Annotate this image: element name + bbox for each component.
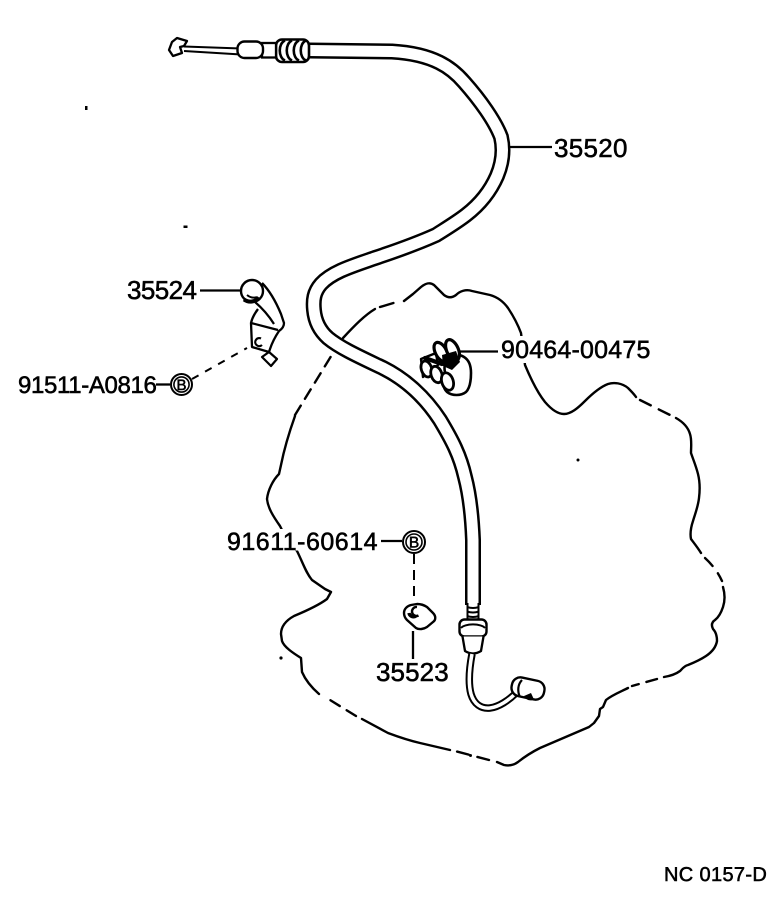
- svg-text:35524: 35524: [127, 275, 196, 305]
- svg-text:35520: 35520: [554, 133, 628, 163]
- svg-text:35523: 35523: [376, 657, 449, 687]
- svg-text:NC 0157-D: NC 0157-D: [664, 864, 767, 886]
- svg-text:B: B: [176, 377, 186, 394]
- svg-text:91511-A0816: 91511-A0816: [18, 372, 157, 399]
- svg-text:91611-60614: 91611-60614: [227, 528, 378, 556]
- svg-text:B: B: [409, 535, 419, 552]
- svg-text:90464-00475: 90464-00475: [501, 336, 651, 364]
